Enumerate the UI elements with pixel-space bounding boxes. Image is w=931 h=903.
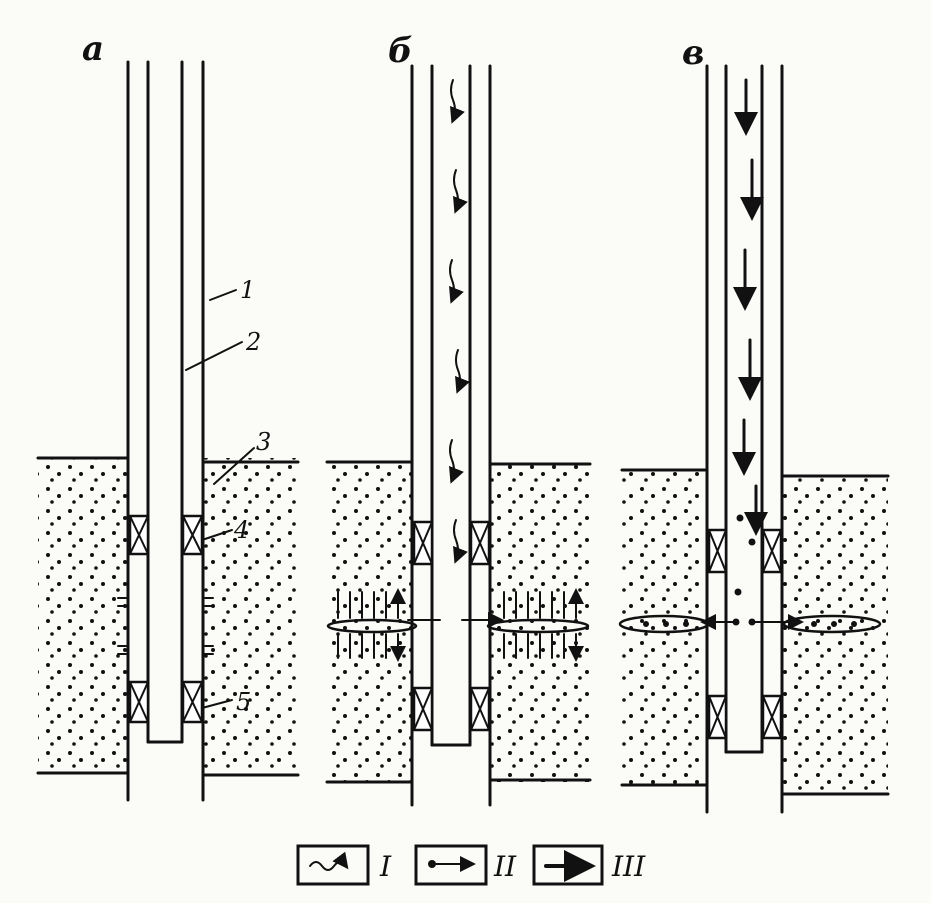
legend-item-1: I [296,844,392,886]
packer-upper-v [707,528,783,574]
legend: I II III [296,844,646,886]
part-number-4: 4 [233,516,249,544]
panel-label-v: в [682,33,704,73]
packer-lower-a [128,680,204,724]
panel-v: в [618,33,890,814]
fracture-v [618,614,882,634]
dot-arrow-icon [428,856,476,872]
packer-upper-b [412,520,491,566]
part-number-3: 3 [256,428,271,456]
packer-lower-v [707,694,783,740]
part-number-5: 5 [236,688,251,716]
legend-item-2: II [414,844,517,886]
packer-upper-a [128,514,204,556]
fracture-left-b [326,618,418,634]
legend-label-3: III [611,850,646,883]
wavy-arrow-icon [309,851,349,871]
formation-left-v [622,470,707,785]
part-number-2: 2 [245,328,261,356]
leakoff-arrows-b [337,592,576,658]
formation-right-v [782,476,888,794]
panel-a: а 1 2 3 4 5 [36,29,300,802]
wavy-flow-arrows-b [449,79,470,564]
legend-label-1: I [379,850,392,883]
formation-left-a [38,458,128,773]
panel-label-a: а [82,29,104,69]
formation-right-a [203,458,298,773]
legend-label-2: II [493,850,517,883]
packer-lower-b [412,686,491,732]
panel-label-b: б [388,31,413,71]
bold-flow-arrows-v [732,78,768,536]
panel-b: б [325,31,592,807]
legend-item-3: III [532,844,646,886]
part-number-1: 1 [240,276,255,304]
dot-flow-arrows-v [700,514,804,630]
